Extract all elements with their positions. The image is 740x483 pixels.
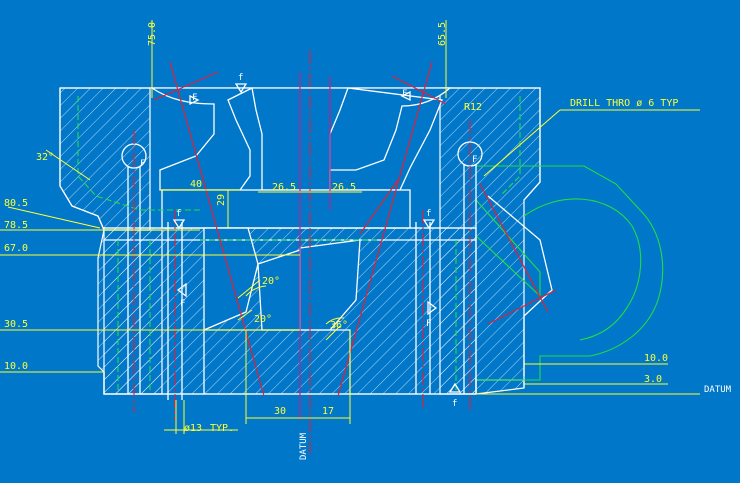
leader-20-lower: [237, 309, 253, 321]
exhaust-port-right: [329, 87, 452, 191]
finish-F-right-mid: F: [426, 319, 431, 329]
drill-note: DRILL THRO ø 6 TYP: [570, 98, 678, 109]
cl-valve-left: [169, 61, 265, 397]
datum-right-label: DATUM: [704, 385, 732, 395]
finish-f-right-upper: f: [426, 209, 431, 219]
dim-67-0: 67.0: [4, 243, 28, 254]
dim-20-lower: 20°: [254, 314, 272, 325]
dim-10-0-right: 10.0: [644, 353, 668, 364]
dimension-lines: [0, 20, 700, 434]
cl-mid-diag: [359, 179, 399, 235]
finish-tri-right-mid: [427, 300, 438, 316]
finish-tri-right-upper: [422, 219, 436, 230]
dim-36: 36°: [330, 320, 348, 331]
dim-26-5-left: 26.5: [272, 182, 296, 193]
datum-bottom-label: DATUM: [299, 432, 309, 460]
flange-profile: [476, 165, 664, 381]
finish-F-left-mid: F: [180, 299, 185, 309]
dim-78-5: 78.5: [4, 220, 28, 231]
finish-F-right-bolt: F: [472, 155, 477, 165]
finish-tri-top: [234, 83, 248, 94]
leader-32: [45, 149, 91, 181]
finish-f-left-upper: f: [176, 209, 181, 219]
dim-40-label: 40: [190, 179, 202, 190]
finish-tri-left-mid: [176, 282, 187, 298]
dim-10-0-left: 10.0: [4, 361, 28, 372]
cl-right-diag: [479, 183, 549, 313]
finish-f-top: f: [238, 73, 243, 83]
finish-tri-port-right: [400, 90, 411, 102]
dim-3-0: 3.0: [644, 374, 662, 385]
finish-tri-left-upper: [172, 219, 186, 230]
arc-36: [325, 317, 345, 325]
bolt-holes: [121, 141, 483, 400]
dim-30-5: 30.5: [4, 319, 28, 330]
arc-20: [245, 285, 267, 297]
finish-F-left-bolt: F: [140, 159, 145, 169]
leader-36: [325, 325, 341, 341]
leader-20-upper: [237, 279, 261, 299]
finish-F-port-right: F: [402, 89, 407, 99]
dim-dia13-label: ø13: [184, 423, 202, 434]
centerlines: [133, 50, 557, 454]
dim-20-upper: 20°: [262, 276, 280, 287]
leader-drill: [483, 109, 561, 177]
flange-inner: [523, 198, 642, 341]
dim-typ-label: TYP.: [210, 423, 234, 434]
upper-valley: [161, 189, 411, 229]
dim-17-label: 17: [322, 406, 334, 417]
dim-29-label: 29: [216, 194, 227, 206]
finish-F-port-left: F: [192, 93, 197, 103]
cl-right-diag-2: [487, 289, 557, 325]
cl-valve-right: [337, 61, 433, 397]
annotations: 75.0 65.5 32° 80.5 78.5 67.0 30.5 10.0 1…: [4, 22, 732, 460]
cl-top-left: [153, 71, 219, 101]
cl-top-right: [391, 75, 447, 105]
hidden-left-1: [77, 96, 200, 211]
dim-top-right: 65.5: [437, 22, 448, 46]
right-boss: [487, 195, 553, 376]
dim-80-5: 80.5: [4, 198, 28, 209]
ext-80-5: [7, 206, 101, 229]
intake-port-left: [149, 87, 253, 191]
finish-tri-port-left: [189, 94, 200, 106]
dim-30-label: 30: [274, 406, 286, 417]
finish-symbols: [172, 83, 462, 393]
exhaust-flange-hidden: [475, 165, 664, 381]
dim-26-5-right: 26.5: [332, 182, 356, 193]
dim-angle-32: 32°: [36, 152, 54, 163]
hidden-lines: [77, 96, 521, 390]
finish-tri-bottom: [448, 382, 462, 393]
right-wall-section: [439, 87, 541, 395]
finish-f-bottom: f: [452, 399, 457, 409]
radius-label: R12: [464, 102, 482, 113]
dim-top-left: 75.0: [147, 22, 158, 46]
